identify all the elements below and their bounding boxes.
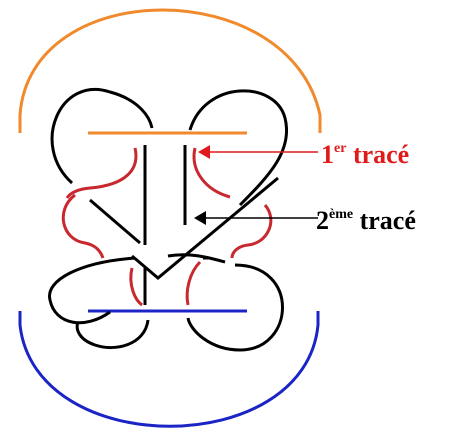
red-arc-top-left <box>65 147 138 199</box>
black-lower-right-loop <box>186 263 284 352</box>
black-lower-left-loop <box>75 319 150 350</box>
red-arc-bottom-left <box>129 267 143 307</box>
label-second-trace: 2ème tracé <box>316 206 416 235</box>
red-arrowhead <box>198 145 210 159</box>
red-arc-top-right <box>192 147 231 199</box>
label-first-superscript: er <box>334 141 346 156</box>
black-left-diagonal <box>89 198 141 245</box>
top-orange-arc <box>18 8 322 133</box>
red-arc-bottom-right <box>185 260 202 306</box>
label-first-trace: 1er tracé <box>321 140 409 169</box>
label-second-word: tracé <box>353 206 416 235</box>
black-upper-left-loop <box>50 88 154 185</box>
black-long-diagonal <box>131 176 279 280</box>
label-first-word: tracé <box>346 140 409 169</box>
red-arcs <box>61 147 273 307</box>
black-strands <box>48 88 288 352</box>
black-arrowhead <box>194 211 206 225</box>
black-upper-right-loop <box>188 89 288 207</box>
black-lower-ellipse-right <box>167 253 226 264</box>
label-first-number: 1 <box>321 140 334 169</box>
label-second-number: 2 <box>316 206 329 235</box>
label-second-superscript: ème <box>329 207 353 222</box>
black-lower-ellipse <box>48 256 136 325</box>
red-arc-left <box>61 193 105 259</box>
bottom-blue-arc <box>18 311 320 428</box>
